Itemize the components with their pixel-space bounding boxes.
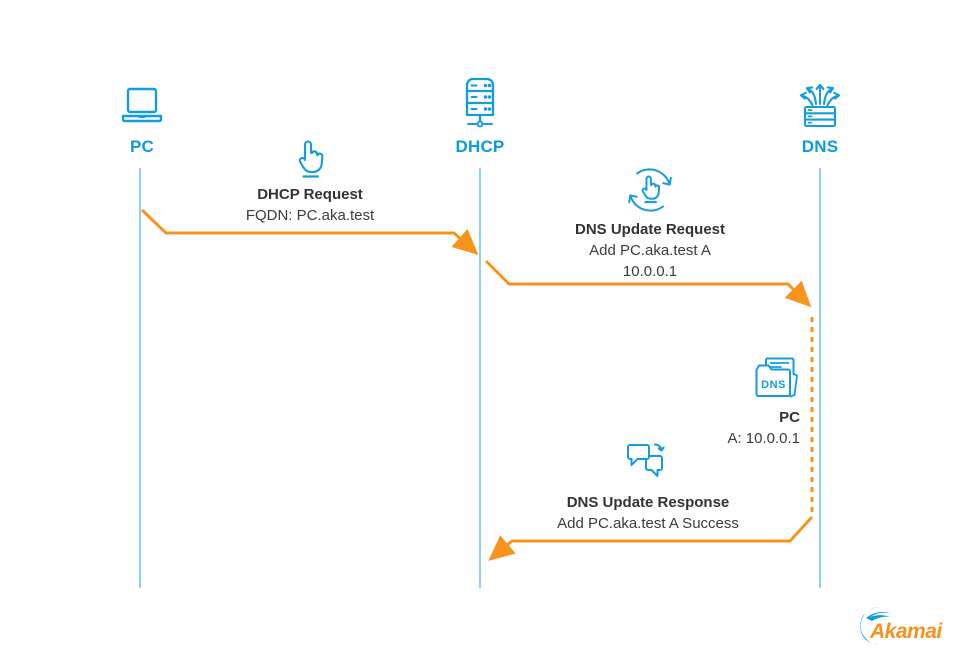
message-dns-update-response: DNS Update Response Add PC.aka.test A Su… bbox=[508, 492, 788, 534]
server-icon bbox=[458, 76, 502, 130]
laptop-icon bbox=[118, 86, 166, 128]
message-title: DNS Update Request bbox=[574, 221, 726, 238]
actor-label-dns: DNS bbox=[801, 137, 839, 156]
chat-response-icon bbox=[624, 441, 672, 483]
actor-label-pc: PC bbox=[129, 137, 155, 156]
message-detail: Add PC.aka.test A bbox=[589, 242, 711, 259]
dns-router-icon bbox=[796, 78, 844, 130]
message-detail: FQDN: PC.aka.test bbox=[245, 207, 375, 224]
note-detail: A: 10.0.0.1 bbox=[727, 430, 800, 447]
hand-click-icon bbox=[290, 136, 330, 180]
message-detail: Add PC.aka.test A Success bbox=[557, 515, 739, 532]
folder-label: DNS bbox=[761, 379, 786, 391]
akamai-wave bbox=[866, 612, 892, 621]
akamai-wordmark: Akamai bbox=[869, 620, 943, 643]
lifeline-dhcp bbox=[479, 168, 481, 588]
message-dhcp-request: DHCP Request FQDN: PC.aka.test bbox=[170, 184, 450, 226]
message-detail: 10.0.0.1 bbox=[622, 263, 678, 280]
lifeline-pc bbox=[139, 168, 141, 588]
note-title: PC bbox=[779, 409, 800, 426]
dns-folder-icon: DNS bbox=[750, 355, 802, 401]
message-title: DNS Update Response bbox=[566, 494, 730, 511]
lifeline-dns bbox=[819, 168, 821, 588]
update-request-icon bbox=[624, 164, 676, 216]
message-dns-update-request: DNS Update Request Add PC.aka.test A 10.… bbox=[510, 219, 790, 282]
actor-label-dhcp: DHCP bbox=[455, 137, 505, 156]
message-title: DHCP Request bbox=[257, 186, 363, 203]
dns-record-note: PC A: 10.0.0.1 bbox=[600, 407, 800, 449]
akamai-logo: Akamai bbox=[848, 602, 950, 650]
